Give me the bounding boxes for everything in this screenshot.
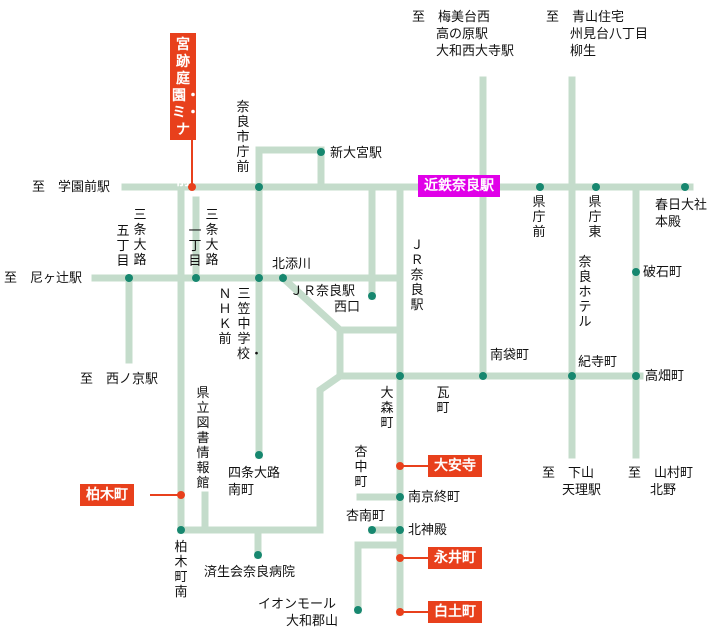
dest-yamamura-a: 至 山村町 xyxy=(628,466,694,481)
stop-label-nanbukuro: 南袋町 xyxy=(490,348,530,363)
stop-label-annan: 杏南町 xyxy=(346,509,386,524)
stop-label-shijo-a: 四条大路 xyxy=(228,466,281,481)
stop-label-aeon-a: イオンモール xyxy=(258,597,337,612)
stop-marker-takabatake xyxy=(632,372,640,380)
stop-marker-kencho-higashi xyxy=(592,183,600,191)
stop-label-kintetsu-nara[interactable]: 近鉄奈良駅 xyxy=(418,175,500,197)
dest-nishinokyo: 至 西ノ京駅 xyxy=(80,372,159,387)
stop-label-kenritsu: 県立図書情報館 xyxy=(196,386,210,491)
stop-label-nankyo: 南京終町 xyxy=(408,490,461,505)
stop-label-mikasa: 三笠中学校・ xyxy=(237,287,264,362)
dest-gakuenmae: 至 学園前駅 xyxy=(32,180,111,195)
stop-marker-shiyakusho xyxy=(255,183,263,191)
stop-marker-annan xyxy=(368,526,376,534)
stop-label-nara-hotel: 奈良ホテル xyxy=(578,255,592,330)
stop-label-takabatake: 高畑町 xyxy=(645,369,685,384)
dest-umemidai-a: 至 梅美台西 xyxy=(412,10,491,25)
dest-aoyama-c: 柳生 xyxy=(570,44,597,59)
stop-label-omori: 大森町 xyxy=(380,386,394,431)
stop-label-kashiwagi[interactable]: 柏木町 xyxy=(80,484,134,506)
stop-label-sanjo5-b: 五丁目 xyxy=(116,224,130,269)
dest-aoyama-b: 州見台八丁目 xyxy=(570,27,649,42)
stop-label-shijo-b: 南町 xyxy=(228,483,255,498)
stop-label-shinomiya: 新大宮駅 xyxy=(330,146,383,161)
stop-marker-kasuga xyxy=(681,183,689,191)
stop-label-shiyakusho: 奈良市庁前 xyxy=(236,100,250,175)
stop-label-jr-nara: ＪＲ奈良駅 xyxy=(410,238,424,313)
dest-amagatsuji: 至 尼ヶ辻駅 xyxy=(4,271,83,286)
stop-marker-nhk xyxy=(255,274,263,282)
dest-shimoyama-b: 天理駅 xyxy=(562,483,602,498)
dest-umemidai-c: 大和西大寺駅 xyxy=(436,44,515,59)
stop-marker-jr-west xyxy=(368,292,376,300)
dest-umemidai-b: 高の原駅 xyxy=(436,27,489,42)
stop-label-hakudo[interactable]: 白土町 xyxy=(428,601,482,623)
stop-label-sanjo1-a: 三条大路 xyxy=(205,208,219,268)
stop-marker-haishi xyxy=(632,268,640,276)
route-lower-left xyxy=(177,371,345,534)
stop-marker-shijo xyxy=(255,451,263,459)
stop-marker-kashiwagi-minami xyxy=(177,526,185,534)
stop-marker-kitagono xyxy=(396,526,404,534)
stop-label-kitasoegawa: 北添川 xyxy=(272,257,312,272)
stop-marker-kitasoegawa xyxy=(279,274,287,282)
stop-label-jr-west-a: ＪＲ奈良駅 xyxy=(290,284,356,299)
stop-label-sanjo5-a: 三条大路 xyxy=(133,208,147,268)
stop-label-saiseikai: 済生会奈良病院 xyxy=(204,565,296,580)
dest-yamamura-b: 北野 xyxy=(650,483,677,498)
stop-label-jr-west-b: 西口 xyxy=(334,300,361,315)
route-shinomiya-loop xyxy=(255,146,325,191)
stop-label-kawara: 瓦町 xyxy=(436,386,450,416)
stop-label-haishi: 破石町 xyxy=(643,265,683,280)
stop-label-nagai[interactable]: 永井町 xyxy=(428,547,482,569)
stop-label-daianji[interactable]: 大安寺 xyxy=(428,455,482,477)
stop-label-miya[interactable]: 宮跡庭園・ミ・ナーラ前 xyxy=(170,33,200,189)
stop-label-anaka: 杏中町 xyxy=(354,445,368,490)
dest-aoyama-a: 至 青山住宅 xyxy=(546,10,625,25)
stop-marker-saiseikai xyxy=(254,551,262,559)
stop-label-aeon-b: 大和郡山 xyxy=(286,614,339,629)
stop-marker-aeon xyxy=(354,606,362,614)
stop-label-sanjo1-b: 一丁目 xyxy=(188,224,202,269)
stop-marker-sanjo1 xyxy=(192,274,200,282)
stop-marker-nanbukuro xyxy=(479,372,487,380)
stop-marker-kidera xyxy=(568,372,576,380)
stop-label-kitagono: 北神殿 xyxy=(408,523,448,538)
dest-shimoyama-a: 至 下山 xyxy=(542,466,595,481)
stop-label-kidera: 紀寺町 xyxy=(578,355,618,370)
stop-label-kencho: 県庁前 xyxy=(532,195,546,240)
stop-marker-nankyo xyxy=(396,493,404,501)
stop-label-kasuga-a: 春日大社 xyxy=(655,198,708,213)
stop-marker-kencho xyxy=(536,183,544,191)
stop-marker-shinomiya xyxy=(317,148,325,156)
stop-label-kashiwagi-minami: 柏木町南 xyxy=(174,540,188,600)
stop-marker-sanjo5 xyxy=(125,274,133,282)
stop-label-kencho-higashi: 県庁東 xyxy=(588,195,602,240)
stop-label-nhk: ＮＨＫ前 xyxy=(218,287,232,347)
stop-marker-omori xyxy=(396,372,404,380)
stop-label-kasuga-b: 本殿 xyxy=(655,215,682,230)
